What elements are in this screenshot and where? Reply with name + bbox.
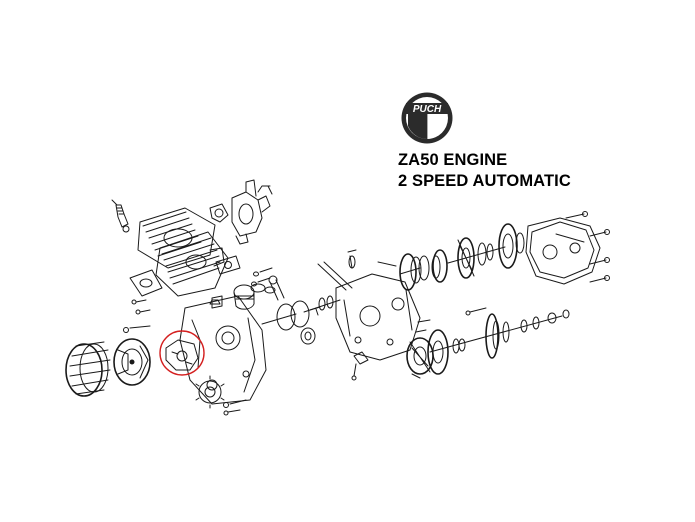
logo-text: PUCH [413,104,442,115]
lower-washers [452,338,466,354]
piston [233,284,255,310]
drive-gear-upper [498,223,525,269]
sprocket-fasteners [223,399,247,416]
clutch-bell-upper [431,249,448,283]
layshaft-gear-cluster [406,329,449,375]
front-sprocket [195,375,225,409]
lower-bolts [411,307,487,379]
highlight-circle [159,330,205,376]
gear-lever-parts [351,319,431,381]
connecting-rod [268,275,285,301]
diagram-subtitle: 2 SPEED AUTOMATIC [398,172,571,190]
cylinder-barrel [155,231,229,297]
thrust-washers [477,242,494,266]
piston-rings [250,283,276,294]
carburetor [231,179,273,245]
variator-pulley-front [399,253,430,291]
cover-bolts [565,211,610,283]
diagram-title: ZA50 ENGINE [398,151,508,169]
cylinder-gasket [129,269,163,297]
intake-gasket [215,255,241,275]
upper-shaft [447,246,506,264]
small-screws [131,299,221,315]
output-sprocket-gear [485,313,510,359]
crank-bearing [300,327,316,345]
cylinder-head [137,207,216,269]
puch-logo: PUCH [401,92,453,144]
primary-gear [457,237,475,279]
intake-manifold [209,203,229,223]
shaft-spacers [520,309,570,333]
checker-shield [408,114,446,139]
transmission-cover [525,217,601,285]
crankcase-left-half [179,295,267,405]
flywheel-cover [65,341,111,397]
cylinder-studs [251,267,273,287]
crankshaft [261,295,341,331]
magneto-flywheel [113,325,151,386]
stator-plate [165,339,199,371]
crankcase-right-half [335,273,421,361]
lower-shaft [429,315,563,353]
spark-plug [111,199,130,233]
crankcase-studs [317,249,397,291]
